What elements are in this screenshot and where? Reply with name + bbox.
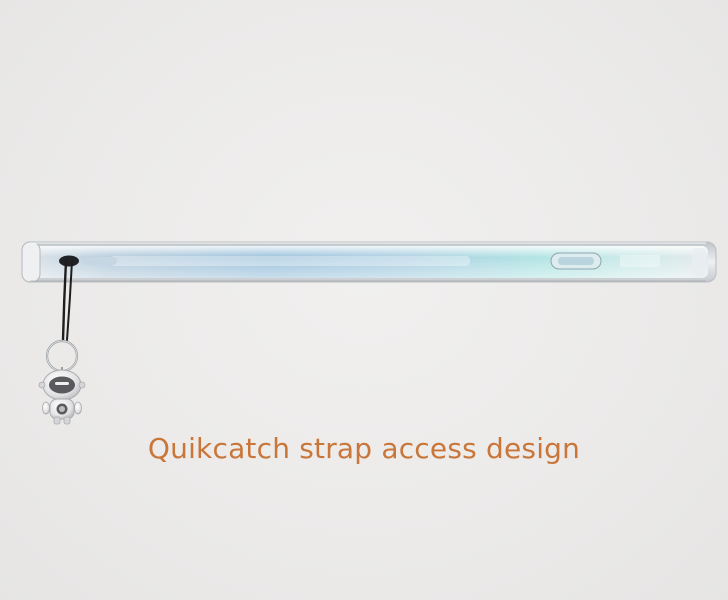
lanyard-strap-icon bbox=[61, 259, 73, 342]
robot-charm-icon bbox=[38, 339, 86, 425]
phone-icon bbox=[21, 241, 717, 283]
feature-caption: Quikcatch strap access design bbox=[147, 432, 581, 465]
